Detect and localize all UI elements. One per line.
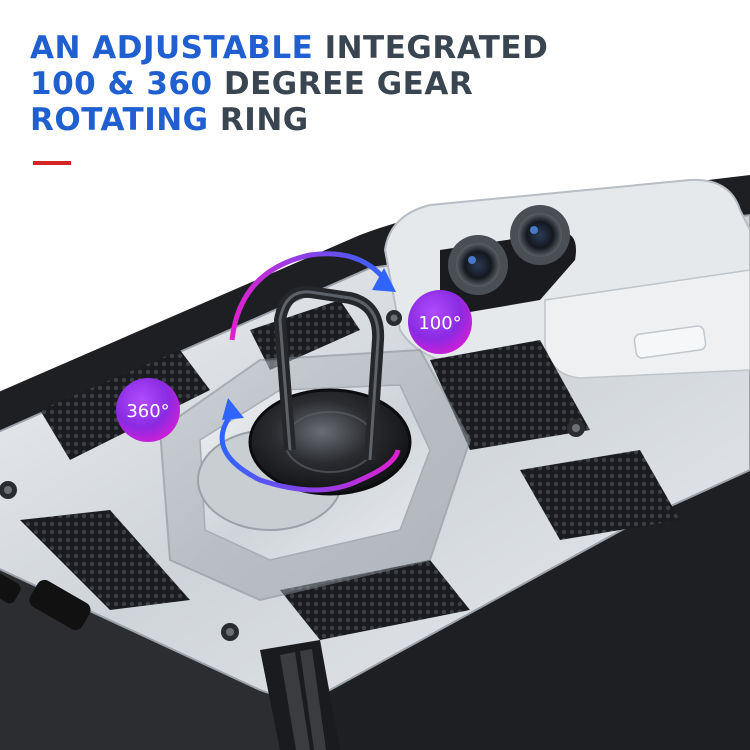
headline-line-1-blue: AN ADJUSTABLE xyxy=(30,30,314,66)
camera-lens-1 xyxy=(448,235,508,295)
grip-panel-lower-left xyxy=(20,510,190,610)
slider-knob xyxy=(633,325,707,359)
screw xyxy=(386,310,402,326)
side-button xyxy=(0,568,21,604)
headline: AN ADJUSTABLE INTEGRATED 100 & 360 DEGRE… xyxy=(30,30,550,138)
side-button xyxy=(29,579,91,631)
headline-line-3: ROTATING RING xyxy=(30,102,550,138)
headline-line-2-dark: DEGREE GEAR xyxy=(212,66,474,102)
headline-line-3-blue: ROTATING xyxy=(30,102,209,138)
rotate-arrow-icon xyxy=(229,251,387,341)
badge-360-label: 360° xyxy=(126,401,169,422)
corner-bumper xyxy=(260,640,340,750)
headline-line-3-dark: RING xyxy=(208,102,309,138)
headline-line-1: AN ADJUSTABLE INTEGRATED xyxy=(30,30,550,66)
headline-line-2-blue: 100 & 360 xyxy=(30,66,213,102)
badge-100-label: 100° xyxy=(418,313,461,334)
camera-lens-2 xyxy=(510,205,570,265)
ring-disc xyxy=(248,388,412,496)
headline-line-1-dark: INTEGRATED xyxy=(313,30,549,66)
badge-360: 360° xyxy=(116,378,180,442)
grip-panel-bottom xyxy=(280,560,470,640)
badge-100: 100° xyxy=(408,290,472,354)
headline-line-2: 100 & 360 DEGREE GEAR xyxy=(30,66,550,102)
camera-slider xyxy=(544,269,750,379)
rotate-arrow-icon xyxy=(219,408,401,493)
grip-panel-right xyxy=(520,450,680,540)
grip-panel-right-top xyxy=(430,340,590,450)
screw xyxy=(221,623,239,641)
screw xyxy=(0,481,17,499)
screw xyxy=(567,419,585,437)
accent-bar xyxy=(33,161,71,165)
